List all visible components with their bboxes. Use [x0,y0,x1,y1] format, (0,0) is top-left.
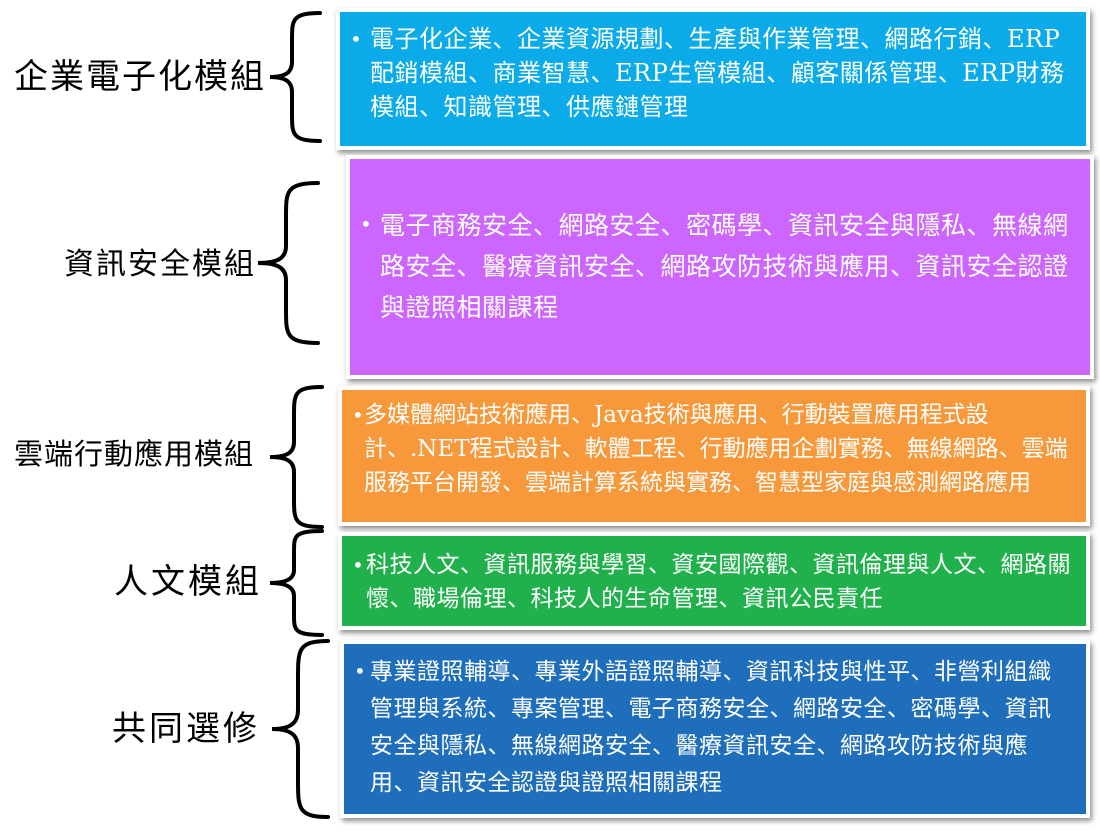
module-courses: 電子化企業、企業資源規劃、生產與作業管理、網路行銷、ERP配銷模組、商業智慧、E… [370,25,1065,121]
module-courses: 科技人文、資訊服務與學習、資安國際觀、資訊倫理與人文、網路關懷、職場倫理、科技人… [366,552,1071,612]
module-label-humanities: 人文模組 [114,562,262,602]
module-box-cloud: • 多媒體網站技術應用、Java技術與應用、行動裝置應用程式設計、.NET程式設… [338,386,1090,526]
curly-brace-icon [257,181,320,345]
module-box-security: • 電子商務安全、網路安全、密碼學、資訊安全與隱私、無線網路安全、醫療資訊安全、… [346,155,1094,379]
module-label-enterprise: 企業電子化模組 [14,57,266,97]
module-box-humanities: • 科技人文、資訊服務與學習、資安國際觀、資訊倫理與人文、網路關懷、職場倫理、科… [338,532,1090,630]
curly-brace-icon [269,11,322,143]
bullet-icon: • [352,553,365,577]
bullet-icon: • [354,659,367,683]
bullet-icon: • [350,27,363,51]
curly-brace-icon [271,639,330,819]
module-label-common: 共同選修 [112,709,260,749]
bullet-icon: • [352,403,365,427]
module-label-cloud: 雲端行動應用模組 [14,437,255,471]
module-box-common: • 專業證照輔導、專業外語證照輔導、資訊科技與性平、非營利組織管理與系統、專案管… [340,640,1090,818]
bullet-icon: • [360,212,373,236]
module-courses: 專業證照輔導、專業外語證照輔導、資訊科技與性平、非營利組織管理與系統、專案管理、… [370,659,1052,796]
module-label-security: 資訊安全模組 [64,247,256,282]
module-courses: 多媒體網站技術應用、Java技術與應用、行動裝置應用程式設計、.NET程式設計、… [364,402,1068,496]
curly-brace-icon [269,385,324,529]
module-courses: 電子商務安全、網路安全、密碼學、資訊安全與隱私、無線網路安全、醫療資訊安全、網路… [380,211,1069,322]
module-box-enterprise: • 電子化企業、企業資源規劃、生產與作業管理、網路行銷、ERP配銷模組、商業智慧… [336,8,1090,150]
curly-brace-icon [269,529,324,637]
